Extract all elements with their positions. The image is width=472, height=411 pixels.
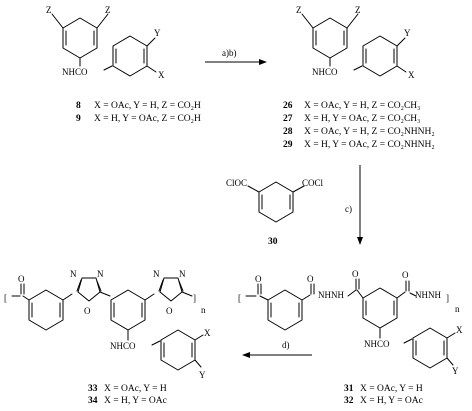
- atom-o: O: [402, 270, 409, 280]
- atom-nhco: NHCO: [62, 67, 88, 77]
- atom-x: X: [456, 325, 463, 335]
- structure-26-29: Z Z NHCO Y X: [296, 5, 415, 80]
- atom-o: O: [307, 274, 314, 284]
- compound-number-32: 32: [344, 396, 354, 406]
- compound-number-26: 26: [283, 101, 293, 111]
- bracket-close: ]: [446, 293, 449, 303]
- condition-step-d: d): [282, 340, 290, 350]
- compound-desc-8: X = OAc, Y = H, Z = CO₂H: [94, 101, 201, 111]
- atom-x: X: [204, 328, 211, 338]
- atom-x: X: [408, 70, 415, 80]
- atom-n-subscript: n: [201, 305, 206, 315]
- bracket-close: ]: [193, 293, 196, 303]
- bracket-open: [: [238, 293, 241, 303]
- atom-z-left: Z: [46, 5, 52, 15]
- compound-desc-34: X = H, Y = OAc: [104, 396, 167, 406]
- compound-desc-28: X = OAc, Y = H, Z = CO₂NHNH₂: [304, 127, 435, 137]
- compound-number-27: 27: [283, 114, 293, 124]
- arrow-step-c: [357, 165, 363, 245]
- compound-number-31: 31: [344, 384, 354, 394]
- atom-n: N: [179, 269, 186, 279]
- atom-nhco: NHCO: [312, 67, 338, 77]
- compound-number-9: 9: [76, 114, 81, 124]
- structure-8-9: Z Z NHCO Y X: [46, 5, 165, 80]
- atom-y: Y: [452, 366, 459, 376]
- atom-z-left: Z: [296, 5, 302, 15]
- atom-x: X: [158, 70, 165, 80]
- compound-desc-29: X = H, Y = OAc, Z = CO₂NHNH₂: [304, 140, 435, 150]
- compound-number-34: 34: [88, 396, 98, 406]
- compound-desc-27: X = H, Y = OAc, Z = CO₂CH₃: [304, 114, 420, 124]
- atom-n: N: [153, 269, 160, 279]
- structure-31-32: [ O O NHNH O O NHNH ] n NHCO: [238, 269, 463, 376]
- arrow-step-ab: [205, 59, 267, 65]
- compound-desc-32: X = H, Y = OAc: [360, 396, 423, 406]
- bracket-open: [: [4, 293, 7, 303]
- atom-n: N: [70, 269, 77, 279]
- atom-n: N: [97, 269, 104, 279]
- atom-y: Y: [154, 28, 161, 38]
- atom-o: O: [84, 306, 91, 316]
- atom-z-right: Z: [105, 5, 111, 15]
- compound-desc-26: X = OAc, Y = H, Z = CO₂CH₃: [304, 101, 420, 111]
- atom-y: Y: [199, 370, 206, 380]
- atom-cloc: ClOC: [226, 178, 247, 188]
- arrow-step-d: [242, 352, 312, 358]
- atom-nhnh: NHNH: [318, 290, 344, 300]
- compound-desc-33: X = OAc, Y = H: [104, 384, 167, 394]
- atom-o: O: [255, 274, 262, 284]
- compound-number-28: 28: [283, 127, 293, 137]
- compound-number-33: 33: [88, 384, 98, 394]
- compound-number-30: 30: [268, 237, 278, 247]
- compound-desc-31: X = OAc, Y = H: [360, 384, 423, 394]
- structure-30: ClOC COCl: [226, 178, 324, 223]
- structure-33-34: [ O N N O N N O ] n NHCO: [4, 269, 211, 380]
- atom-n-subscript: n: [455, 304, 460, 314]
- atom-nhnh-end: NHNH: [415, 290, 441, 300]
- compound-number-8: 8: [76, 101, 81, 111]
- compound-number-29: 29: [283, 140, 293, 150]
- atom-o: O: [166, 306, 173, 316]
- atom-cocl: COCl: [302, 178, 324, 188]
- condition-step-ab: a)b): [222, 48, 237, 58]
- atom-y: Y: [404, 28, 411, 38]
- atom-z-right: Z: [355, 5, 361, 15]
- atom-o: O: [18, 274, 25, 284]
- atom-nhco: NHCO: [110, 341, 136, 351]
- compound-desc-9: X = H, Y = OAc, Z = CO₂H: [94, 114, 201, 124]
- condition-step-c: c): [345, 204, 352, 214]
- atom-o: O: [352, 269, 359, 279]
- atom-nhco: NHCO: [364, 339, 390, 349]
